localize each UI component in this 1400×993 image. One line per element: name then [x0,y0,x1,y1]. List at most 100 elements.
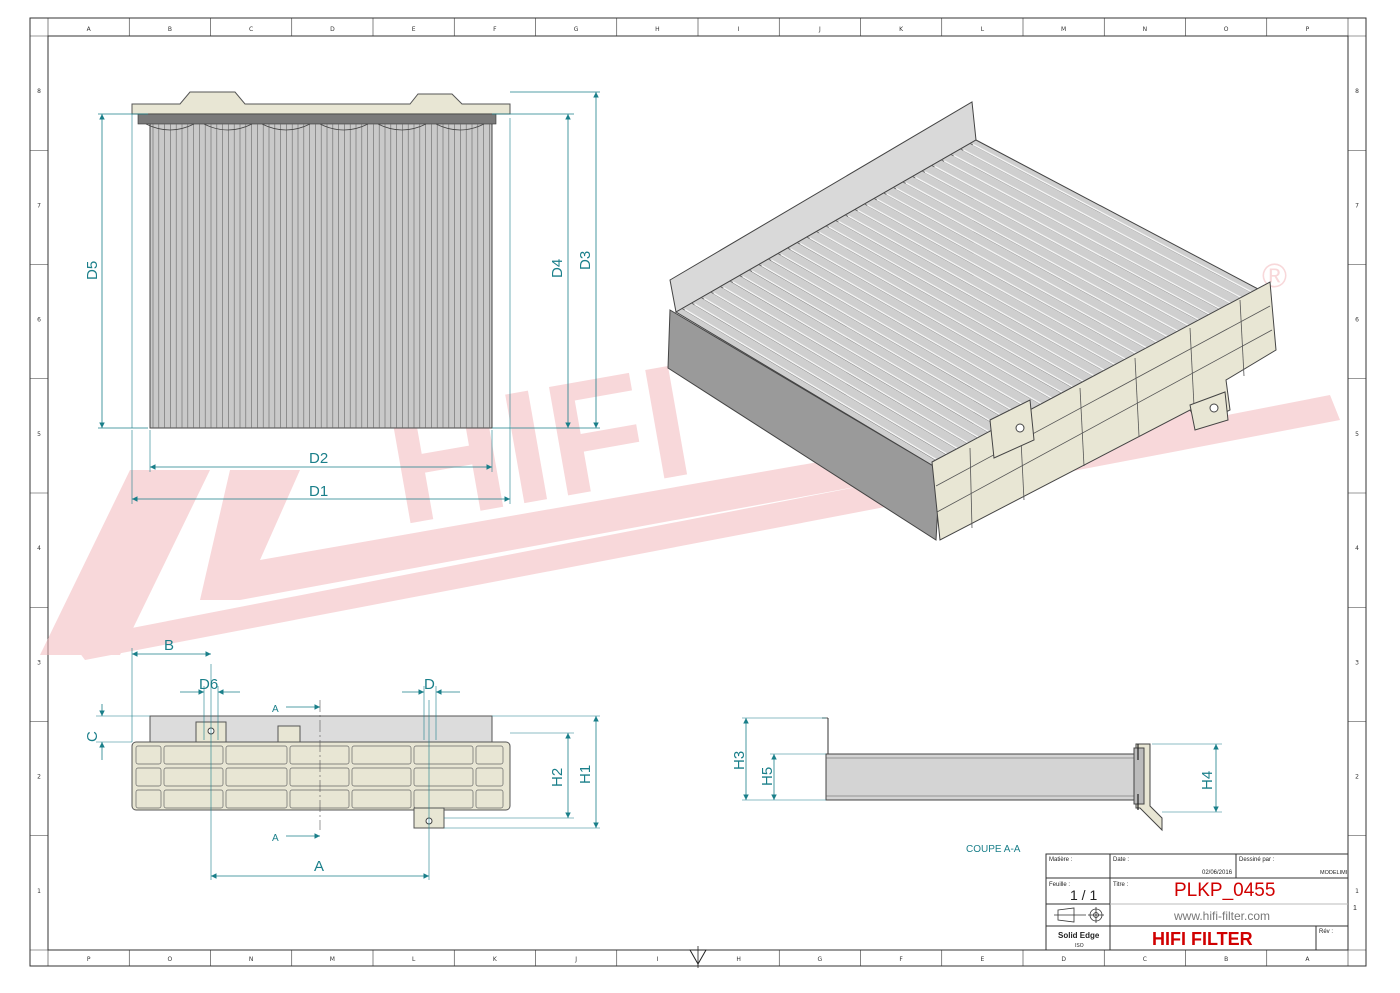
border-col-label-top: G [574,26,579,33]
section-view: H3 H5 H4 COUPE A-A [731,717,1222,855]
frame-cell [351,745,412,765]
border-row-label-left: 3 [37,659,41,666]
iso-pleat-highlight [713,292,981,451]
iso-end-frame [931,281,1277,541]
iso-pleat-highlight [809,237,1083,394]
tb-software: Solid Edge [1058,931,1100,940]
iso-pleat-highlight [905,182,1186,336]
isometric-view [667,101,1277,541]
iso-tab [989,399,1035,459]
side-view: A A B D6 D C H2 H1 A [84,637,600,880]
iso-pleat-highlight [819,231,1094,388]
border-row-label-right: 4 [1355,545,1359,552]
section-mark-bottom: A [272,833,279,844]
border-row-label-left: 6 [37,317,41,324]
border-col-label-top: P [1306,26,1310,33]
frame-cell [289,789,350,809]
border-col-label-top: B [168,26,172,33]
iso-pleat-highlight [934,165,1216,319]
tb-date-value: 02/06/2016 [1202,870,1233,876]
iso-pleat-highlight [742,275,1012,434]
iso-pleat-highlight [732,281,1001,440]
iso-pleat-highlight [780,253,1053,411]
border-row-label-right: 7 [1355,202,1359,209]
side-view-frame-grid [135,745,504,809]
dim-h3: H3 [731,751,748,770]
section-caption: COUPE A-A [966,844,1021,855]
iso-pleat-highlight [761,264,1032,422]
tb-sheet-index: 1 [1353,905,1357,912]
iso-pleat-highlight [684,308,950,469]
frame-cell [225,767,288,787]
dim-h5: H5 [759,767,776,786]
pleat-arch [435,123,485,131]
iso-pleat-highlight [963,149,1247,302]
iso-pleat-highlight [790,248,1063,405]
projection-icon [1054,907,1104,923]
border-row-label-left: 7 [37,202,41,209]
dim-d3: D3 [577,251,594,270]
border-row-label-left: 2 [37,774,41,781]
section-mark-top: A [272,704,279,715]
iso-pleat-highlight [771,259,1042,417]
border-row-label-left: 4 [37,545,41,552]
dim-b: B [164,637,174,654]
border-row-label-left: 5 [37,431,41,438]
border-col-label-bottom: B [1224,956,1228,963]
border-col-label-bottom: I [656,956,658,963]
frame-cell [475,745,504,765]
iso-pleat-highlight [857,209,1135,365]
frame-cell [289,767,350,787]
side-view-clip [277,725,301,743]
frame-cell [351,789,412,809]
border-col-label-top: I [738,26,740,33]
border-col-label-top: N [1143,26,1148,33]
border-col-label-top: K [899,26,904,33]
border-col-label-top: L [981,26,985,33]
tb-software-sub: ISO [1075,943,1084,949]
dim-h2: H2 [549,768,566,787]
iso-tab-2 [1189,391,1229,431]
dim-d: D [424,676,435,693]
tb-feuille-label: Feuille : [1049,882,1070,888]
border-row-label-right: 1 [1355,888,1359,895]
dim-d1: D1 [309,483,328,500]
border-col-label-top: A [87,26,92,33]
front-view-top-frame [131,91,511,115]
border-col-label-bottom: M [330,956,335,963]
border-row-label-left: 8 [37,88,41,95]
border-col-label-bottom: O [168,956,173,963]
title-block: Matière : Date : 02/06/2016 Dessiné par … [1045,853,1357,951]
dim-d2: D2 [309,450,328,467]
border-row-label-right: 6 [1355,317,1359,324]
border-col-label-bottom: G [818,956,823,963]
pleat-arch [319,123,369,131]
tb-date-label: Date : [1113,857,1129,863]
section-filter-body [825,753,1145,801]
iso-pleat-highlight [867,204,1145,359]
front-view-seal-strip [137,113,497,125]
tb-part-number: PLKP_0455 [1174,880,1275,901]
iso-pleat-highlight [799,242,1073,399]
border-col-label-bottom: H [736,956,741,963]
border-row-label-right: 8 [1355,88,1359,95]
border-col-label-bottom: P [87,956,91,963]
tb-dessine-value: MODELIMI [1320,870,1348,876]
frame-cell [163,745,224,765]
dim-c: C [84,731,101,742]
tb-website: www.hifi-filter.com [1173,909,1270,923]
border-col-label-top: M [1061,26,1066,33]
tb-feuille-value: 1 / 1 [1070,887,1097,903]
section-clip [1133,747,1145,805]
frame-cell [163,767,224,787]
frame-cell [475,767,504,787]
border-col-label-bottom: C [1143,956,1147,963]
border-col-label-bottom: L [412,956,416,963]
dim-h1: H1 [577,765,594,784]
border-col-label-bottom: K [493,956,498,963]
iso-pleat-highlight [723,286,991,446]
iso-tab-hole [1015,423,1025,433]
border-col-label-bottom: N [249,956,254,963]
